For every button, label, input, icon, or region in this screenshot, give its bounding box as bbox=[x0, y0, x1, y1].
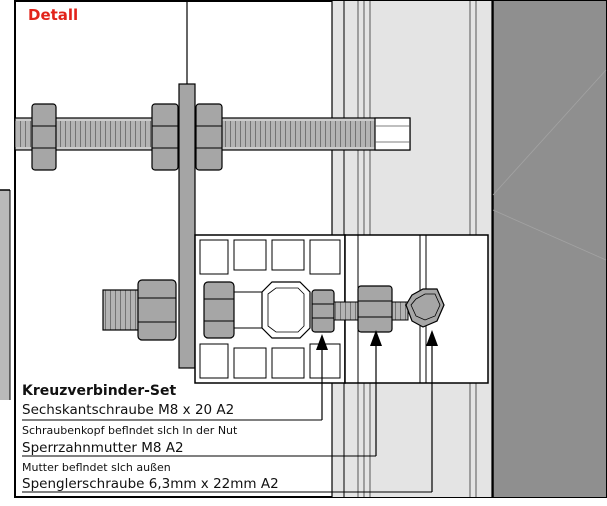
stud-nut-right bbox=[203, 281, 235, 339]
serrated-nut bbox=[357, 285, 393, 333]
legend-item-hex-bolt: Sechskantschraube M8 x 20 A2 bbox=[22, 402, 235, 418]
arrow-head-2 bbox=[22, 330, 382, 457]
bolt-head-in-slot bbox=[311, 289, 335, 333]
left-edge-strip bbox=[0, 190, 10, 400]
legend-item-serrated-nut: Sperrzahnmutter M8 A2 bbox=[22, 440, 184, 456]
rod-nut-mid-left bbox=[151, 103, 179, 171]
arrow-head-3 bbox=[22, 330, 438, 493]
rod-nut-left bbox=[31, 103, 57, 171]
stud-thread bbox=[102, 289, 144, 331]
stud-nut-left bbox=[137, 279, 177, 341]
legend-note-bolt-head: Schraubenkopf beflndet slch ln der Nut bbox=[22, 424, 238, 437]
legend-heading: Kreuzverbinder-Set bbox=[22, 383, 177, 399]
legend-item-sheet-screw: Spenglerschraube 6,3mm x 22mm A2 bbox=[22, 476, 279, 492]
wall bbox=[493, 1, 606, 497]
vertical-flat-bar bbox=[178, 83, 196, 369]
detail-title: Detall bbox=[28, 6, 79, 24]
legend-note-nut-outside: Mutter beflndet slch außen bbox=[22, 461, 171, 474]
arrow-head-1 bbox=[22, 334, 328, 421]
sheet-metal-screw bbox=[405, 288, 445, 328]
rod-nut-mid-right bbox=[195, 103, 223, 171]
